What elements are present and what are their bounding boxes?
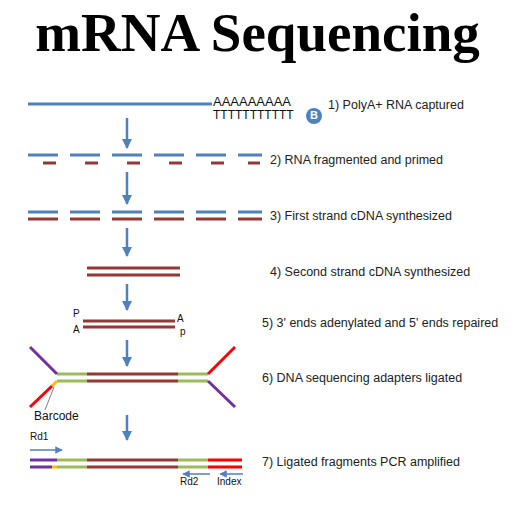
flow-arrow [126,415,129,440]
read-arrow [220,473,243,475]
step-row: 2) RNA fragmented and primed [20,148,510,172]
step-label: 5) 3' ends adenylated and 5' ends repair… [262,315,498,331]
title: mRNA Sequencing [0,0,515,66]
step-row: 4) Second strand cDNA synthesized [20,256,510,284]
flow-arrow [126,172,129,204]
step-label: 3) First strand cDNA synthesized [270,208,452,224]
step-row: 3) First strand cDNA synthesized [20,204,510,228]
leader-line [45,387,54,410]
read-label: Rd2 [180,476,198,488]
repaired-duplex [83,321,175,327]
step-row: 5) 3' ends adenylated and 5' ends repair… [20,310,510,340]
flow-arrow [126,284,129,310]
phosphate-mark: p [180,326,186,338]
first-strand [28,212,262,219]
step-label: 4) Second strand cDNA synthesized [270,264,470,280]
read-arrow [30,449,62,451]
step-label: 7) Ligated fragments PCR amplified [262,454,460,470]
bead-label: B [310,109,318,122]
index-label: Index [217,476,241,488]
step-row: 7) Ligated fragments PCR amplified [20,440,510,484]
adenine-mark: A [177,313,184,325]
flow-arrow [126,228,129,256]
read-arrow [183,473,210,475]
step-label: 1) PolyA+ RNA captured [328,97,464,113]
amplified-fragment [30,460,242,467]
polya-tail: AAAAAAAAA [213,94,291,110]
adenine-mark: A [73,324,80,336]
step-label: 2) RNA fragmented and primed [270,152,443,168]
flow-arrow [126,118,129,148]
bead [306,108,322,124]
oligo-dt: TTTTTTTTTTT [213,108,294,122]
phosphate-mark: P [73,308,80,320]
read-label: Rd1 [30,431,48,443]
flow-arrow [126,340,129,366]
barcode-label: Barcode [34,409,79,423]
mrna-strand [28,103,212,106]
adapter-ligation [30,347,235,407]
cdna-duplex [87,268,180,275]
fragments [28,155,262,163]
step-row: 6) DNA sequencing adapters ligated [20,366,510,415]
step-label: 6) DNA sequencing adapters ligated [262,370,462,386]
